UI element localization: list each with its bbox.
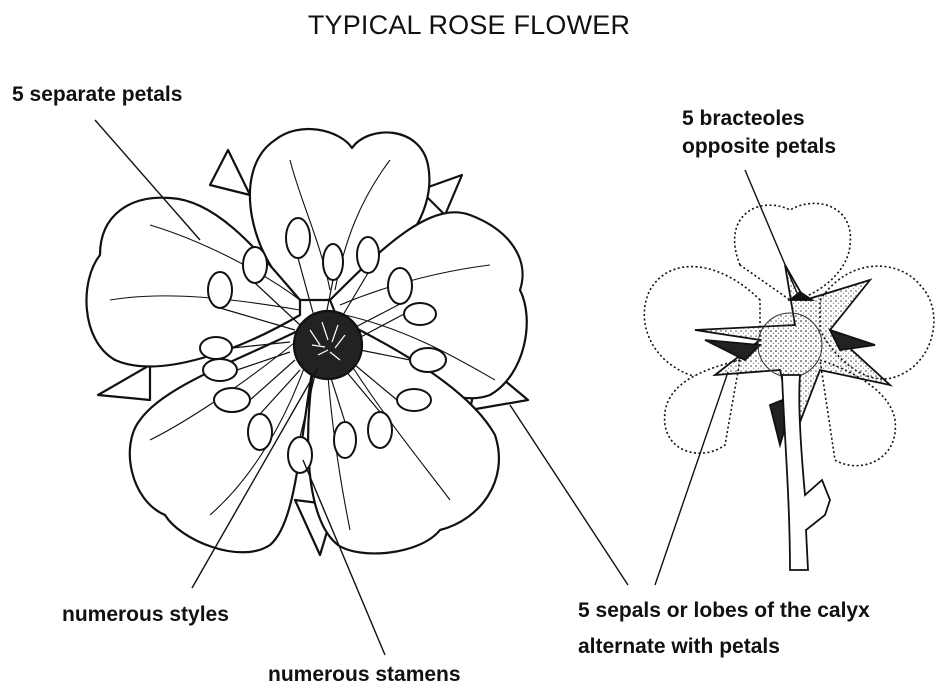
front-flower	[86, 129, 528, 555]
label-bracteoles-line2: opposite petals	[682, 132, 836, 162]
diagram-title: TYPICAL ROSE FLOWER	[0, 10, 938, 41]
label-sepals-line2: alternate with petals	[578, 632, 780, 662]
label-petals: 5 separate petals	[12, 80, 182, 110]
label-bracteoles-line1: 5 bracteoles	[682, 104, 805, 134]
front-styles-center	[294, 311, 362, 379]
back-receptacle	[758, 313, 822, 377]
leader-sepals-front	[510, 405, 628, 585]
label-stamens: numerous stamens	[268, 660, 461, 690]
label-styles: numerous styles	[62, 600, 229, 630]
label-sepals-line1: 5 sepals or lobes of the calyx	[578, 596, 870, 626]
